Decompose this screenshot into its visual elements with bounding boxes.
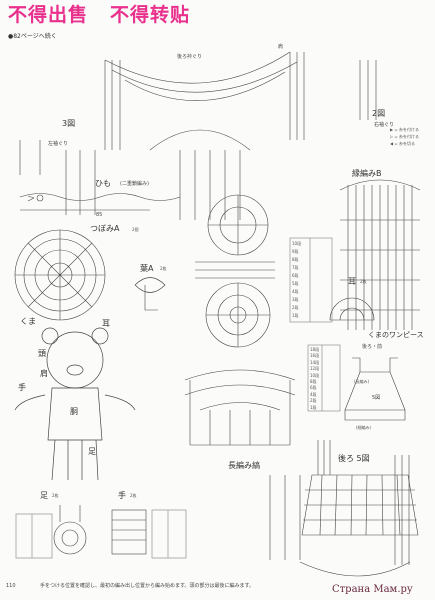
label-left-armhole: 左袖ぐり [48,141,69,147]
label-treble-stitch: 長編み縞 [228,461,260,470]
row-cell: 8段 [292,257,299,262]
foot-hand-chart [53,505,147,555]
label-foot2-count: 2枚 [52,493,59,498]
row-cell: 6段 [310,385,317,391]
row-cell: 16段 [310,353,320,359]
strip-chart [195,261,275,279]
label-treble: (長編み) [354,379,370,384]
legend-item-2: ▷ = 糸を付ける [390,134,419,139]
label-edge-b: 縁編みB [352,169,382,178]
row-cell: 7段 [292,265,299,270]
row-cell: 9段 [292,249,299,254]
label-ear-count: 2枚 [360,279,367,284]
label-bear-foot: 足 [88,447,96,456]
label-bear: くま [20,317,36,326]
bear-figure [14,327,136,481]
row-cell: 1段 [310,404,317,410]
row-table-2: 18段 16段 14段 12段 10段 8段 6段 4段 2段 1段 [310,347,319,411]
row-cell: 10段 [310,372,320,378]
label-foot2: 足 [40,491,48,500]
label-leaf-a-count: 2枚 [160,266,167,271]
site-watermark: Страна Мам.ру [332,584,413,595]
label-leaf-a: 葉A [140,264,154,273]
row-cell: 5段 [292,281,299,286]
label-hand2-count: 2枚 [130,493,137,498]
page-number: 110 [6,583,16,589]
label-cord-length: 85 [96,212,103,218]
skirt-chart [269,440,419,577]
legend-item-1: ▶ = 糸を付ける [390,127,419,132]
row-cell: 14段 [310,359,320,365]
label-edge-small: (細編み) [356,425,372,430]
small-flower-chart [27,194,44,202]
row-cell: 2段 [292,305,299,310]
flower-chart [207,194,269,256]
label-bear-ear: 耳 [102,319,110,328]
label-fig2: 2図 [372,109,386,118]
bud-a-chart [14,229,106,321]
label-ear: 耳 [348,277,356,286]
label-cord-note: (二重鎖編み) [120,181,149,187]
row-cell: 18段 [310,347,320,352]
row-table-1: 10段 9段 8段 7段 6段 5段 4段 3段 2段 1段 [292,240,301,320]
row-cell: 1段 [292,313,299,318]
dress-yoke-chart [184,369,296,446]
legend-item-3: ◀ = 糸を切る [390,141,415,146]
label-bud-a: つぼみA [90,224,120,233]
label-fig5-small: 5図 [372,395,381,401]
ear-chart [329,297,375,321]
label-right-armhole: 右袖ぐり [374,122,395,128]
yoke-chart [19,51,421,330]
label-bear-head: 頭 [38,349,46,358]
continued-note: ●82ページへ続く [8,33,57,40]
label-bear-torso: 胴 [70,407,78,416]
label-onepiece: くまのワンピース [368,331,424,339]
row-cell: 8段 [310,379,317,385]
label-fig3: 3図 [62,119,76,128]
label-back-fig5: 後ろ 5図 [338,454,370,463]
row-cell: 4段 [292,289,299,294]
row-cell: 3段 [292,297,299,302]
row-table-frames [15,237,341,559]
footer-note: 手をつける位置を確認し、最初の編み出し位置から編み始めます。頭の部分は最後に編み… [40,583,255,589]
row-cell: 2段 [310,398,317,404]
row-cell: 10段 [292,241,302,246]
row-cell: 6段 [292,273,299,278]
label-back-collar: 後ろ衿ぐり [177,54,203,60]
cord-chart [19,193,181,211]
label-hand2: 手 [118,491,126,500]
watermark-text-2: 不得转贴 [110,4,191,26]
dress-small-chart [344,357,406,421]
label-bear-shoulder: 肩 [40,369,48,378]
label-cord: ひも [95,179,111,188]
label-bear-hand: 手 [18,383,26,392]
label-shoulder: 肩 [278,44,284,50]
leaf-a-chart [134,277,166,311]
row-cell: 12段 [310,366,320,372]
head-circle-chart [205,282,271,348]
label-bud-a-count: 2個 [132,227,139,232]
label-back-front: 後ろ・前 [362,344,383,350]
watermark-text-1: 不得出售 [8,4,89,26]
row-cell: 4段 [310,391,317,397]
